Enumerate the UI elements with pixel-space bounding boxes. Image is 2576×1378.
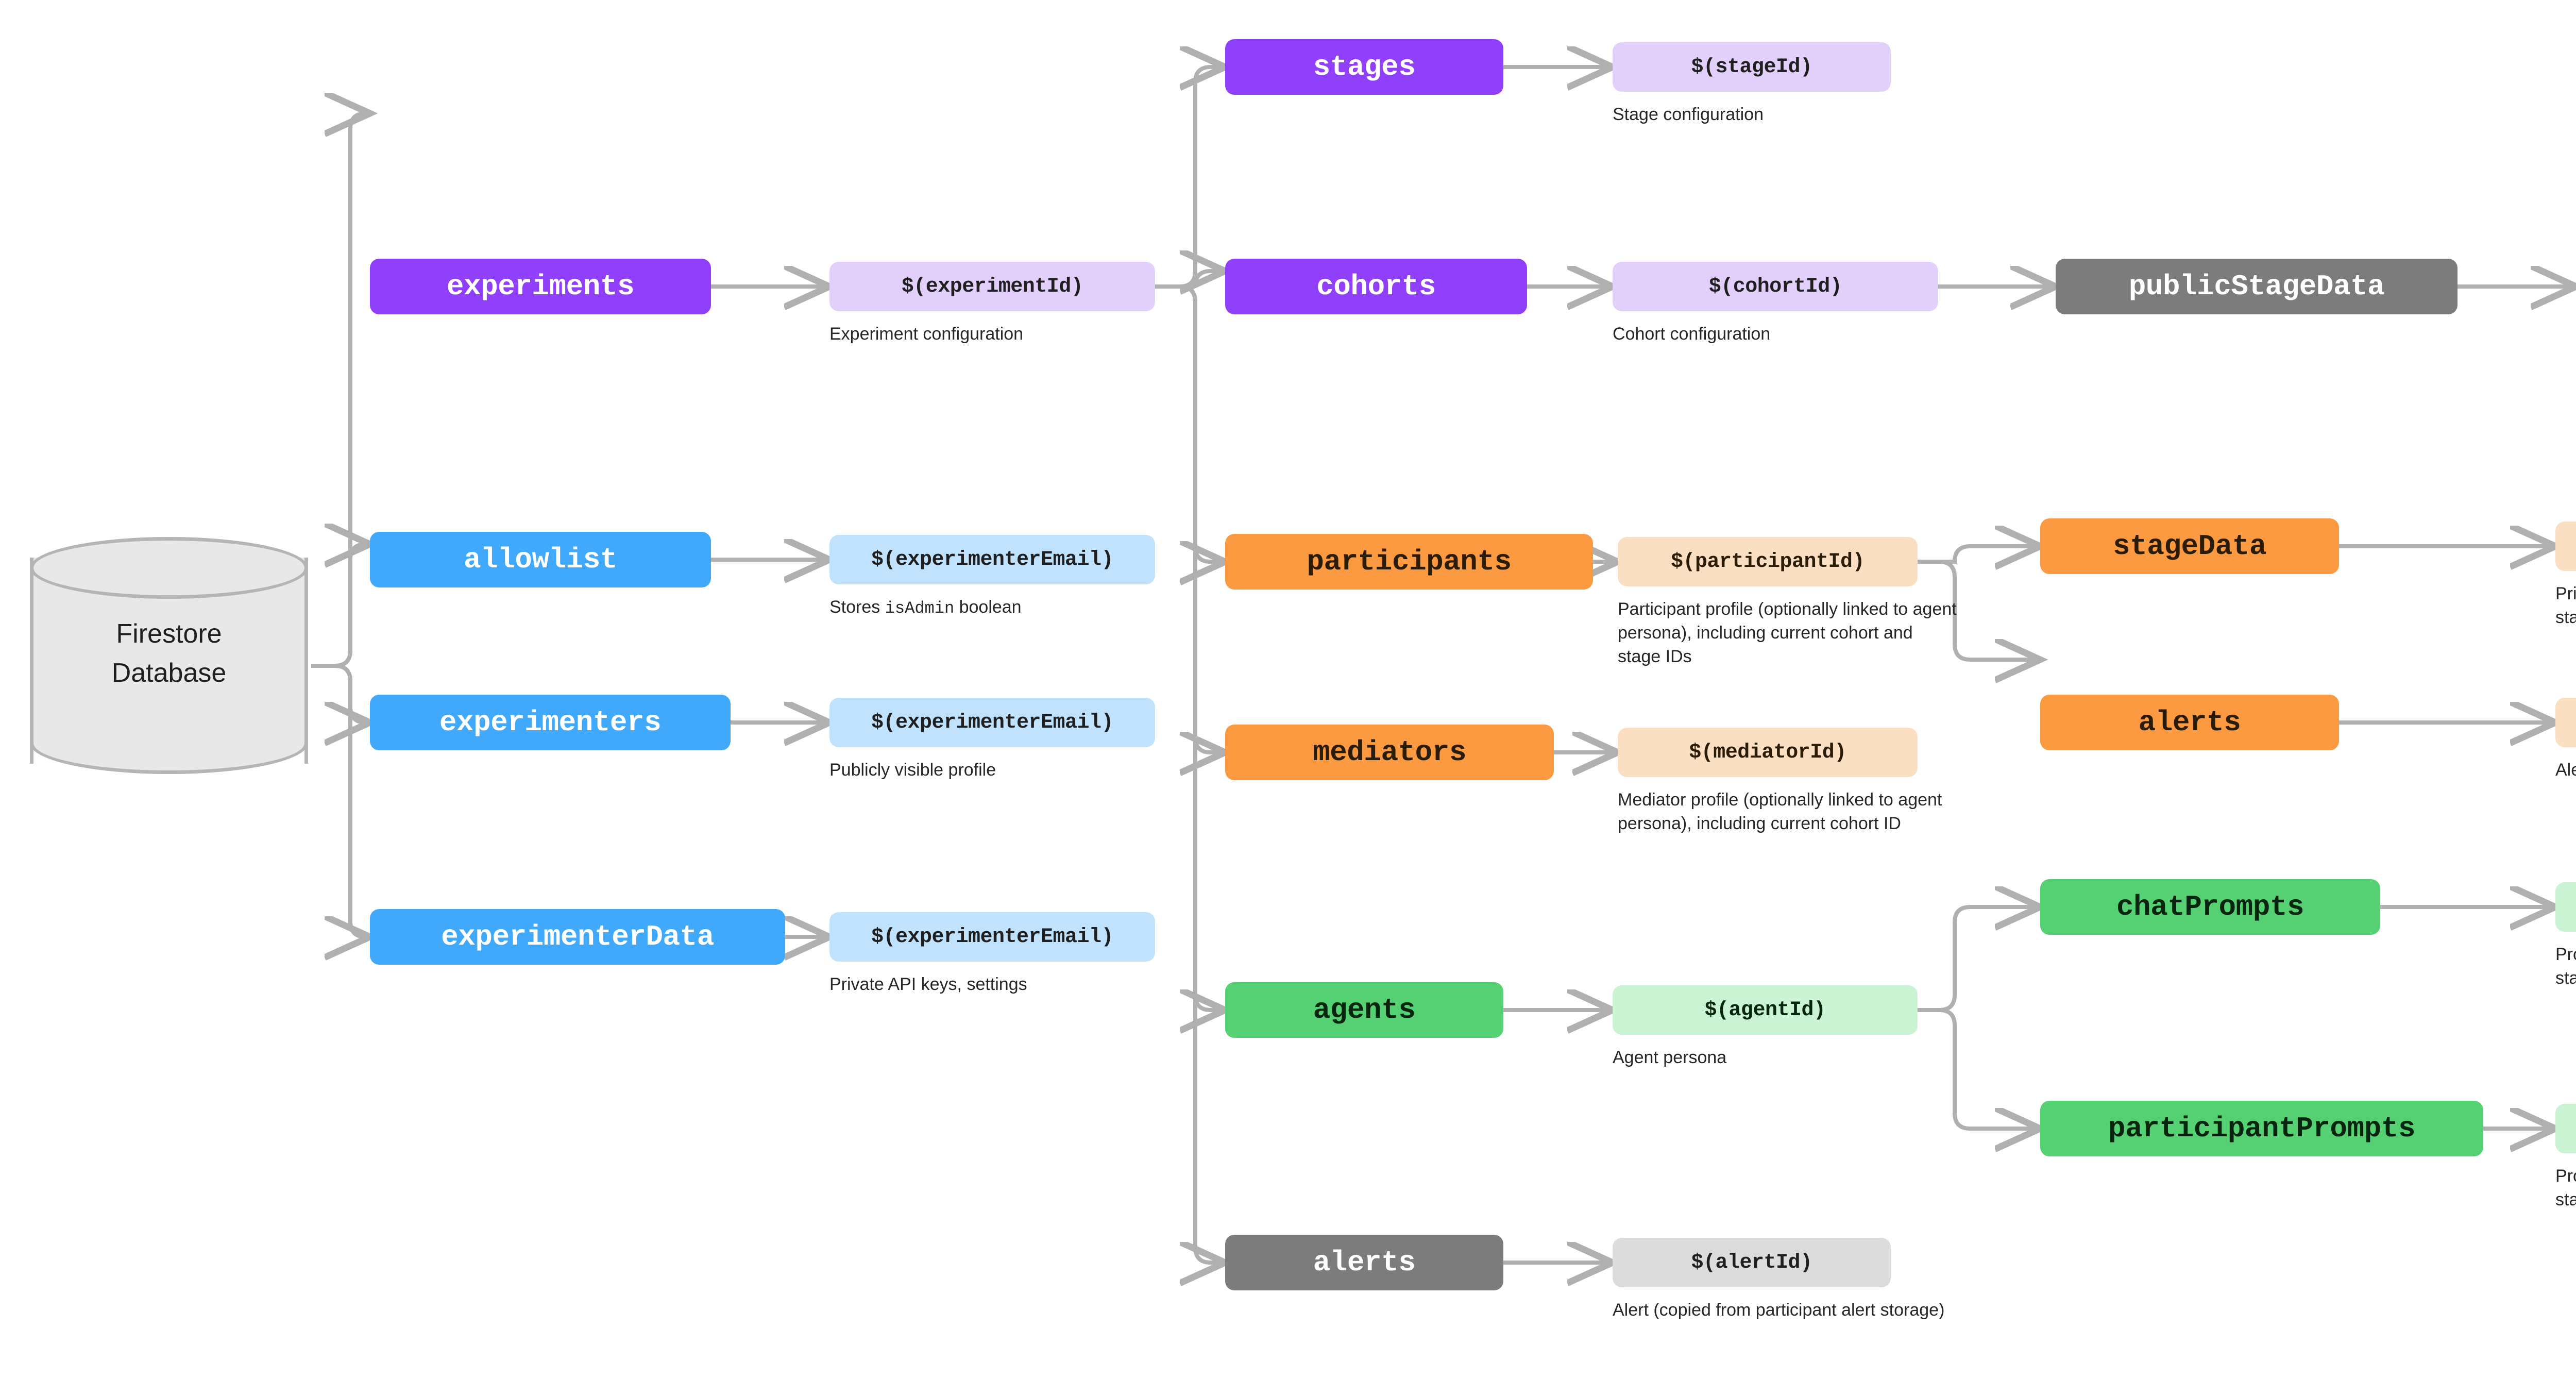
node-publicstagedata[interactable]: publicStageData — [2056, 259, 2458, 314]
caption-stagedata: Private participant data stored for the … — [2555, 584, 2576, 627]
node-chatprompts-doc[interactable]: $(stageId) — [2555, 882, 2576, 932]
node-chatprompts[interactable]: chatPrompts — [2040, 879, 2380, 935]
caption-cohorts: Cohort configuration — [1613, 324, 1771, 344]
caption-allowlist-post: boolean — [954, 597, 1022, 617]
node-participantprompts[interactable]: participantPrompts — [2040, 1101, 2483, 1156]
node-stages-doc[interactable]: $(stageId) — [1613, 42, 1891, 92]
cylinder-side-left — [30, 558, 33, 764]
node-cohorts-doc[interactable]: $(cohortId) — [1613, 262, 1938, 311]
node-agents[interactable]: agents — [1225, 982, 1503, 1038]
node-allowlist-doc[interactable]: $(experimenterEmail) — [829, 535, 1155, 584]
node-stagedata-doc[interactable]: $(stageId) — [2555, 522, 2576, 571]
node-experiment-alerts[interactable]: alerts — [1225, 1235, 1503, 1290]
node-stagedata[interactable]: stageData — [2040, 518, 2339, 574]
caption-allowlist-field: isAdmin — [885, 599, 955, 618]
node-cohorts[interactable]: cohorts — [1225, 259, 1527, 314]
caption-stages: Stage configuration — [1613, 105, 1764, 124]
node-participant-alerts-doc[interactable]: $(alertId) — [2555, 698, 2576, 747]
caption-experiments: Experiment configuration — [829, 324, 1024, 344]
node-experimenters-doc[interactable]: $(experimenterEmail) — [829, 698, 1155, 747]
node-experiments-doc[interactable]: $(experimentId) — [829, 262, 1155, 311]
cylinder-top-ellipse — [30, 537, 308, 599]
node-experimenterdata-doc[interactable]: $(experimenterEmail) — [829, 912, 1155, 962]
firestore-database-cylinder: Firestore Database — [30, 537, 308, 795]
node-participants[interactable]: participants — [1225, 534, 1593, 590]
caption-allowlist-pre: Stores — [829, 597, 885, 617]
node-participants-doc[interactable]: $(participantId) — [1618, 537, 1918, 586]
node-allowlist[interactable]: allowlist — [370, 532, 711, 587]
caption-experimenters: Publicly visible profile — [829, 760, 996, 780]
node-stages[interactable]: stages — [1225, 39, 1503, 95]
node-experimenters[interactable]: experimenters — [370, 695, 731, 750]
node-experiment-alerts-doc[interactable]: $(alertId) — [1613, 1238, 1891, 1287]
node-agents-doc[interactable]: $(agentId) — [1613, 985, 1918, 1035]
database-label-line2: Database — [111, 658, 227, 688]
caption-agents: Agent persona — [1613, 1048, 1727, 1067]
node-mediators[interactable]: mediators — [1225, 725, 1554, 780]
caption-experimenterdata: Private API keys, settings — [829, 974, 1027, 994]
database-label: Firestore Database — [30, 614, 308, 693]
node-participantprompts-doc[interactable]: $(stageId) — [2555, 1104, 2576, 1153]
caption-experiment-alerts: Alert (copied from participant alert sto… — [1613, 1300, 1945, 1320]
database-label-line1: Firestore — [116, 619, 222, 649]
caption-chatprompts: Prompt for chat interactions in the give… — [2555, 945, 2576, 988]
caption-participants: Participant profile (optionally linked t… — [1618, 599, 1957, 666]
caption-allowlist: Stores isAdmin boolean — [829, 595, 1221, 620]
cylinder-side-right — [304, 558, 308, 764]
node-mediators-doc[interactable]: $(mediatorId) — [1618, 728, 1918, 777]
caption-mediators: Mediator profile (optionally linked to a… — [1618, 790, 1942, 833]
caption-participantprompts: Prompt for participant input in the give… — [2555, 1166, 2576, 1209]
node-experimenterdata[interactable]: experimenterData — [370, 909, 785, 965]
node-participant-alerts[interactable]: alerts — [2040, 695, 2339, 750]
caption-participant-alerts: Alert message sent by participant — [2555, 760, 2576, 780]
node-experiments[interactable]: experiments — [370, 259, 711, 314]
